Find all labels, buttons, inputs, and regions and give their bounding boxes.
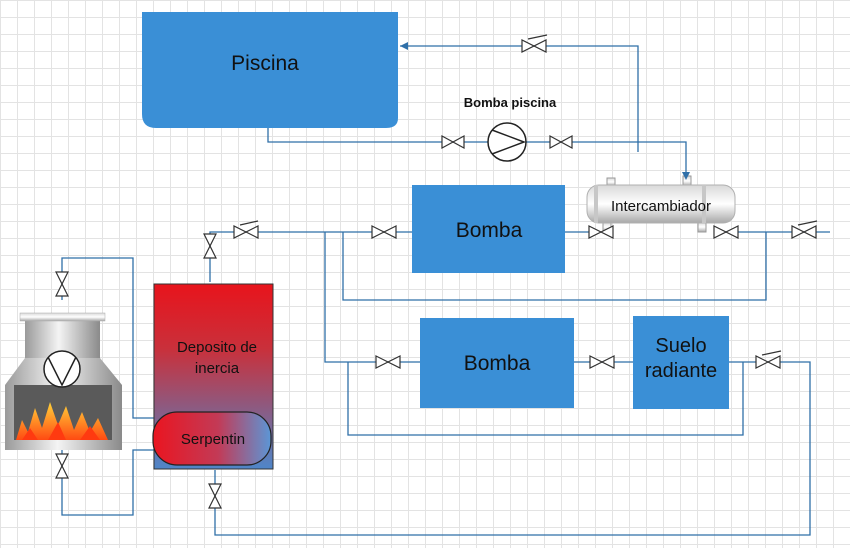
pool-check-valve-icon[interactable]	[521, 34, 548, 53]
floor-heating-box: Suelo radiante	[633, 316, 729, 409]
pump-top-label: Bomba	[456, 219, 523, 242]
supply-check-valve-icon[interactable]	[233, 220, 259, 239]
pool-valve-icon-2[interactable]	[549, 134, 573, 150]
flow-arrows	[400, 42, 690, 180]
coil-label: Serpentin	[181, 431, 245, 448]
return-check-valve-icon[interactable]	[791, 220, 818, 239]
boiler-icon	[5, 312, 122, 450]
coil	[152, 411, 272, 466]
floor-in-valve-icon[interactable]	[589, 355, 615, 369]
lower-branch-valve-icon[interactable]	[375, 355, 401, 369]
pool-pump-icon[interactable]	[487, 122, 527, 162]
pump-box-top: Bomba	[412, 185, 565, 273]
pool-tank: Piscina	[142, 12, 398, 128]
exchanger-label: Intercambiador	[611, 198, 711, 215]
boiler-valve-top-icon[interactable]	[55, 271, 69, 297]
inertia-tank: Deposito de inercia Serpentin	[152, 283, 274, 470]
tank-label-line1: Deposito de	[177, 339, 257, 356]
floor-label-line2: radiante	[645, 360, 717, 382]
heat-exchanger-icon	[586, 175, 736, 233]
pool-valve-icon-1[interactable]	[441, 134, 465, 150]
floor-label-line1: Suelo	[655, 335, 706, 357]
pump-bottom-label: Bomba	[464, 352, 531, 375]
top-branch-valve-icon[interactable]	[371, 225, 397, 239]
exchanger-out-valve-icon[interactable]	[713, 225, 739, 239]
tank-inlet-valve-icon[interactable]	[208, 483, 222, 509]
floor-check-valve-icon[interactable]	[755, 350, 782, 369]
flame-icon	[16, 402, 108, 440]
pool-pump-label: Bomba piscina	[464, 95, 557, 110]
exchanger-in-valve-icon[interactable]	[588, 225, 614, 239]
pump-box-bottom: Bomba	[420, 318, 574, 408]
tank-label-line2: inercia	[195, 360, 240, 377]
boiler-pump-icon[interactable]	[43, 350, 81, 388]
boiler-valve-bottom-icon[interactable]	[55, 453, 69, 479]
tank-outlet-valve-icon[interactable]	[203, 233, 217, 259]
pool-label: Piscina	[231, 52, 299, 75]
